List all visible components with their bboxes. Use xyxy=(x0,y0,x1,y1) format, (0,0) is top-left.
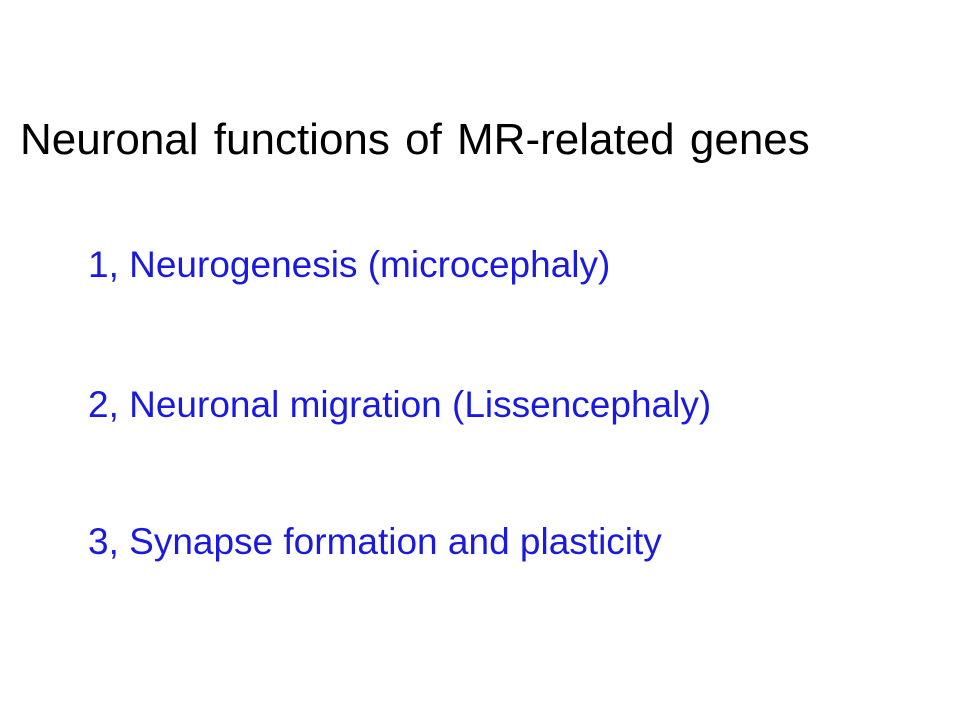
list-item-neurogenesis: 1, Neurogenesis (microcephaly) xyxy=(88,244,611,285)
list-item-synapse-formation: 3, Synapse formation and plasticity xyxy=(88,521,662,562)
slide-title: Neuronal functions of MR-related genes xyxy=(20,115,810,164)
list-item-neuronal-migration: 2, Neuronal migration (Lissencephaly) xyxy=(88,384,712,425)
